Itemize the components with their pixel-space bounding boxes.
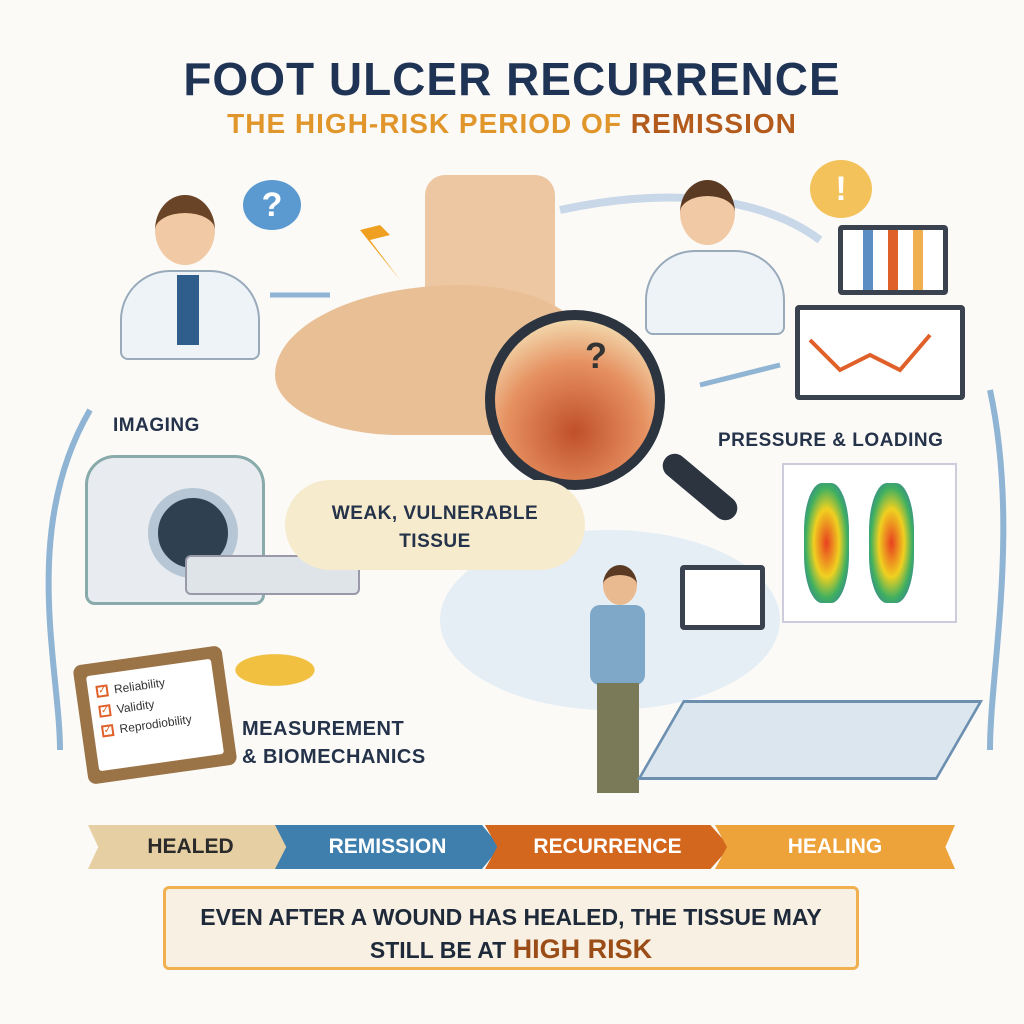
note-line2: STILL BE AT HIGH RISK	[166, 933, 856, 966]
key-message-box: EVEN AFTER A WOUND HAS HEALED, THE TISSU…	[163, 886, 859, 970]
imaging-label: IMAGING	[113, 415, 200, 436]
subtitle-text: THE HIGH-RISK PERIOD OF	[227, 108, 622, 139]
page-title: FOOT ULCER RECURRENCE	[183, 53, 841, 105]
stage-recurrence: RECURRENCE	[485, 825, 730, 869]
checkbox-checked-icon: ✓	[98, 704, 112, 718]
checklist-text: Reprodiobility	[118, 712, 193, 736]
checkbox-checked-icon: ✓	[100, 723, 115, 738]
pain-lightning-icon	[350, 195, 400, 280]
magnifier-illustration	[485, 310, 665, 490]
stage-healing: HEALING	[715, 825, 955, 869]
note-prefix: STILL BE	[369, 937, 472, 963]
note-emphasis: HIGH RISK	[512, 934, 653, 964]
tissue-label-line2: TISSUE	[399, 531, 471, 552]
measurement-label: MEASUREMENT & BIOMECHANICS	[242, 715, 426, 771]
plantar-pressure-map	[782, 463, 957, 623]
stage-label: HEALING	[787, 835, 883, 858]
clipboard: ✓Reliability ✓Validity ✓Reprodiobility	[72, 645, 238, 785]
computer-monitor	[680, 565, 765, 630]
walking-man-illustration	[585, 565, 655, 805]
checklist-text: Validity	[115, 697, 156, 717]
stage-label: HEALED	[147, 835, 234, 858]
note-line1: EVEN AFTER A WOUND HAS HEALED, THE TISSU…	[200, 904, 822, 930]
checklist-text: Reliability	[113, 675, 166, 697]
tissue-label: WEAK, VULNERABLE TISSUE	[285, 480, 585, 570]
measurement-line1: MEASUREMENT	[242, 718, 405, 740]
coins-icon	[225, 650, 325, 690]
bar-chart-monitor	[838, 225, 948, 295]
note-at: AT	[477, 937, 507, 963]
nurse-illustration	[640, 170, 790, 340]
stage-healed: HEALED	[88, 825, 293, 869]
exclamation-bubble: !	[810, 160, 872, 218]
measurement-line2: & BIOMECHANICS	[242, 746, 426, 768]
stage-remission: REMISSION	[275, 825, 500, 869]
stage-label: REMISSION	[328, 835, 447, 858]
doctor-illustration	[115, 185, 265, 365]
pressure-loading-label: PRESSURE & LOADING	[718, 430, 944, 451]
question-mark: ?	[585, 335, 607, 376]
stage-label: RECURRENCE	[533, 835, 682, 858]
page-subtitle: THE HIGH-RISK PERIOD OF REMISSION	[0, 108, 1024, 140]
pressure-walkway	[636, 700, 984, 780]
question-bubble: ?	[243, 180, 301, 230]
tissue-label-line1: WEAK, VULNERABLE	[331, 503, 539, 524]
checkbox-checked-icon: ✓	[95, 684, 109, 698]
foot-illustration	[275, 175, 595, 445]
subtitle-emphasis: REMISSION	[630, 108, 797, 139]
line-chart-panel	[795, 305, 965, 400]
